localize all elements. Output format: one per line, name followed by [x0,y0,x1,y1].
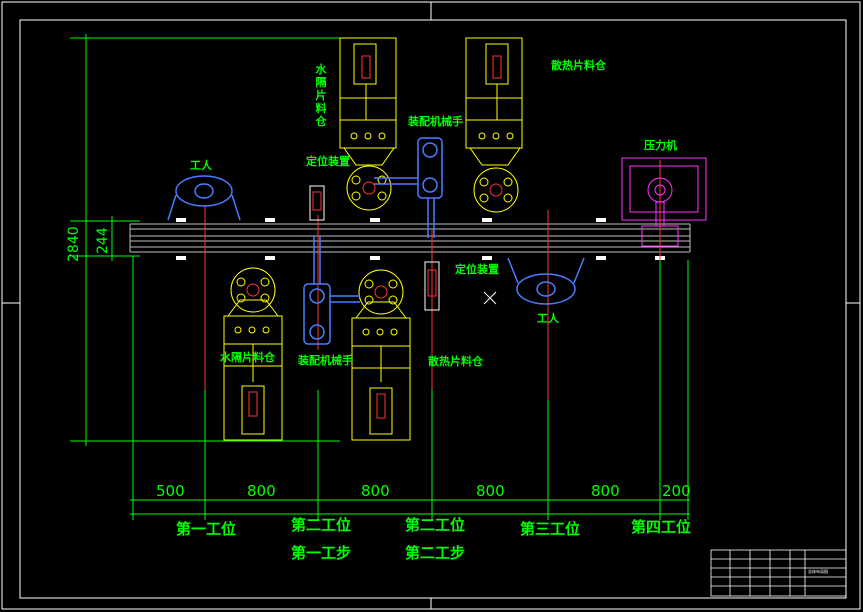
manipulator-top [374,137,443,238]
station-4-label: 第四工位 [631,518,692,536]
dimension-rail-width: 244 [95,227,111,254]
label-water-tank-top: 水隔片料仓 [315,63,327,128]
title-block [710,549,847,597]
worker-right [507,257,585,305]
dimension-span-5: 800 [591,482,620,500]
magazine-top-left [339,37,397,211]
positioning-top [309,185,325,221]
station-centerlines [204,160,661,400]
label-worker-left: 工人 [190,159,212,172]
worker-left [167,175,241,221]
dimension-span-3: 800 [361,482,390,500]
magazine-bottom-left [223,267,283,441]
cross-marker [483,291,497,305]
dimension-span-6: 200 [662,482,691,500]
positioning-bottom [424,261,440,311]
dimension-span-4: 800 [476,482,505,500]
label-worker-right: 工人 [537,312,559,325]
label-water-tank-bottom: 水隔片料仓 [220,351,275,364]
label-press: 压力机 [644,139,677,152]
dimension-span-1: 500 [156,482,185,500]
title-block-drawing-title: 总体布局图 [808,569,828,574]
label-heat-sink-tank-bottom: 散热片料仓 [428,355,483,368]
dimension-lines [70,34,690,520]
magazine-bottom-right [351,269,411,441]
station-2b-line1: 第二工位 [405,516,466,534]
label-heat-sink-tank-top: 散热片料仓 [551,59,606,72]
station-2b-line2: 第二工步 [405,544,466,562]
label-positioning-top: 定位装置 [306,155,350,168]
label-assembly-arm-bottom: 装配机械手 [298,354,353,367]
label-assembly-arm-top: 装配机械手 [408,115,463,128]
conveyor-rail [129,223,691,253]
station-3-label: 第三工位 [520,520,581,538]
station-2a-line2: 第一工步 [291,544,352,562]
station-2a-line1: 第二工位 [291,516,352,534]
station-1-label: 第一工位 [176,520,237,538]
magazine-top-right [465,37,523,213]
dimension-span-2: 800 [247,482,276,500]
label-positioning-bottom: 定位装置 [455,263,499,276]
manipulator-bottom [303,236,360,345]
dimension-total-height: 2840 [66,226,82,262]
press-machine [621,157,707,247]
